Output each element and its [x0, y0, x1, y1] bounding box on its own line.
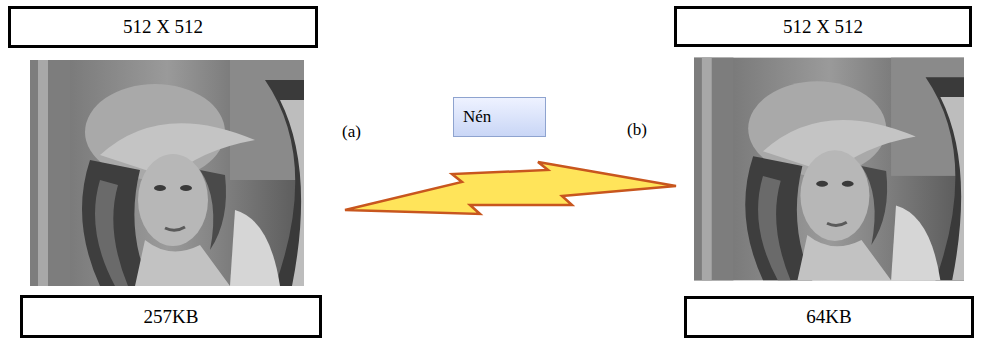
label-box: 64KB: [684, 296, 974, 338]
figure-label: (a): [342, 122, 361, 142]
label-box: 257KB: [20, 295, 322, 338]
box-text: 64KB: [806, 306, 851, 328]
label-box: 512 X 512: [674, 6, 972, 47]
figure-label: (b): [627, 120, 647, 140]
button-box: Nén: [453, 97, 546, 137]
box-text: 512 X 512: [783, 16, 863, 38]
label-box: 512 X 512: [8, 6, 318, 48]
box-text: 512 X 512: [123, 16, 203, 38]
lightning-bolt: [345, 162, 676, 214]
photo: [30, 60, 304, 286]
photo: [694, 58, 964, 281]
box-text: 257KB: [144, 306, 199, 328]
box-text: Nén: [463, 107, 491, 127]
